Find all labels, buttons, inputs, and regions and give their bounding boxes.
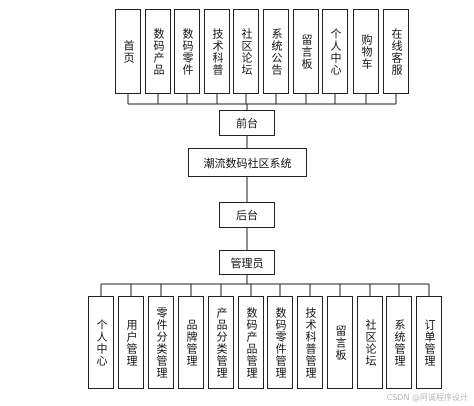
front-module-box: 系统公告 <box>263 9 289 94</box>
front-module-box: 首页 <box>115 9 141 94</box>
admin-node: 管理员 <box>219 250 275 275</box>
back-module-box: 产品分类管理 <box>208 296 234 389</box>
back-module-box: 个人中心 <box>88 296 114 389</box>
front-module-box: 数码零件 <box>174 9 200 94</box>
back-module-box: 社区论坛 <box>357 296 383 389</box>
watermark: CSDN @阿诚程序设计 <box>386 393 468 402</box>
front-module-box: 技术科普 <box>204 9 230 94</box>
front-module-box: 留言板 <box>293 9 319 94</box>
front-module-box: 个人中心 <box>322 9 348 94</box>
back-module-box: 数码零件管理 <box>267 296 293 389</box>
back-node: 后台 <box>219 202 275 228</box>
front-node: 前台 <box>219 110 275 136</box>
system-node: 潮流数码社区系统 <box>188 148 307 177</box>
front-module-box: 在线客服 <box>383 9 409 94</box>
back-module-box: 订单管理 <box>416 296 442 389</box>
back-module-box: 用户管理 <box>118 296 144 389</box>
front-module-box: 社区论坛 <box>233 9 259 94</box>
front-module-box: 购物车 <box>353 9 379 94</box>
back-module-box: 系统管理 <box>386 296 412 389</box>
back-module-box: 留言板 <box>327 296 353 389</box>
back-module-box: 技术科普管理 <box>297 296 323 389</box>
back-module-box: 零件分类管理 <box>148 296 174 389</box>
back-module-box: 品牌管理 <box>178 296 204 389</box>
back-module-box: 数码产品管理 <box>238 296 264 389</box>
front-module-box: 数码产品 <box>145 9 171 94</box>
